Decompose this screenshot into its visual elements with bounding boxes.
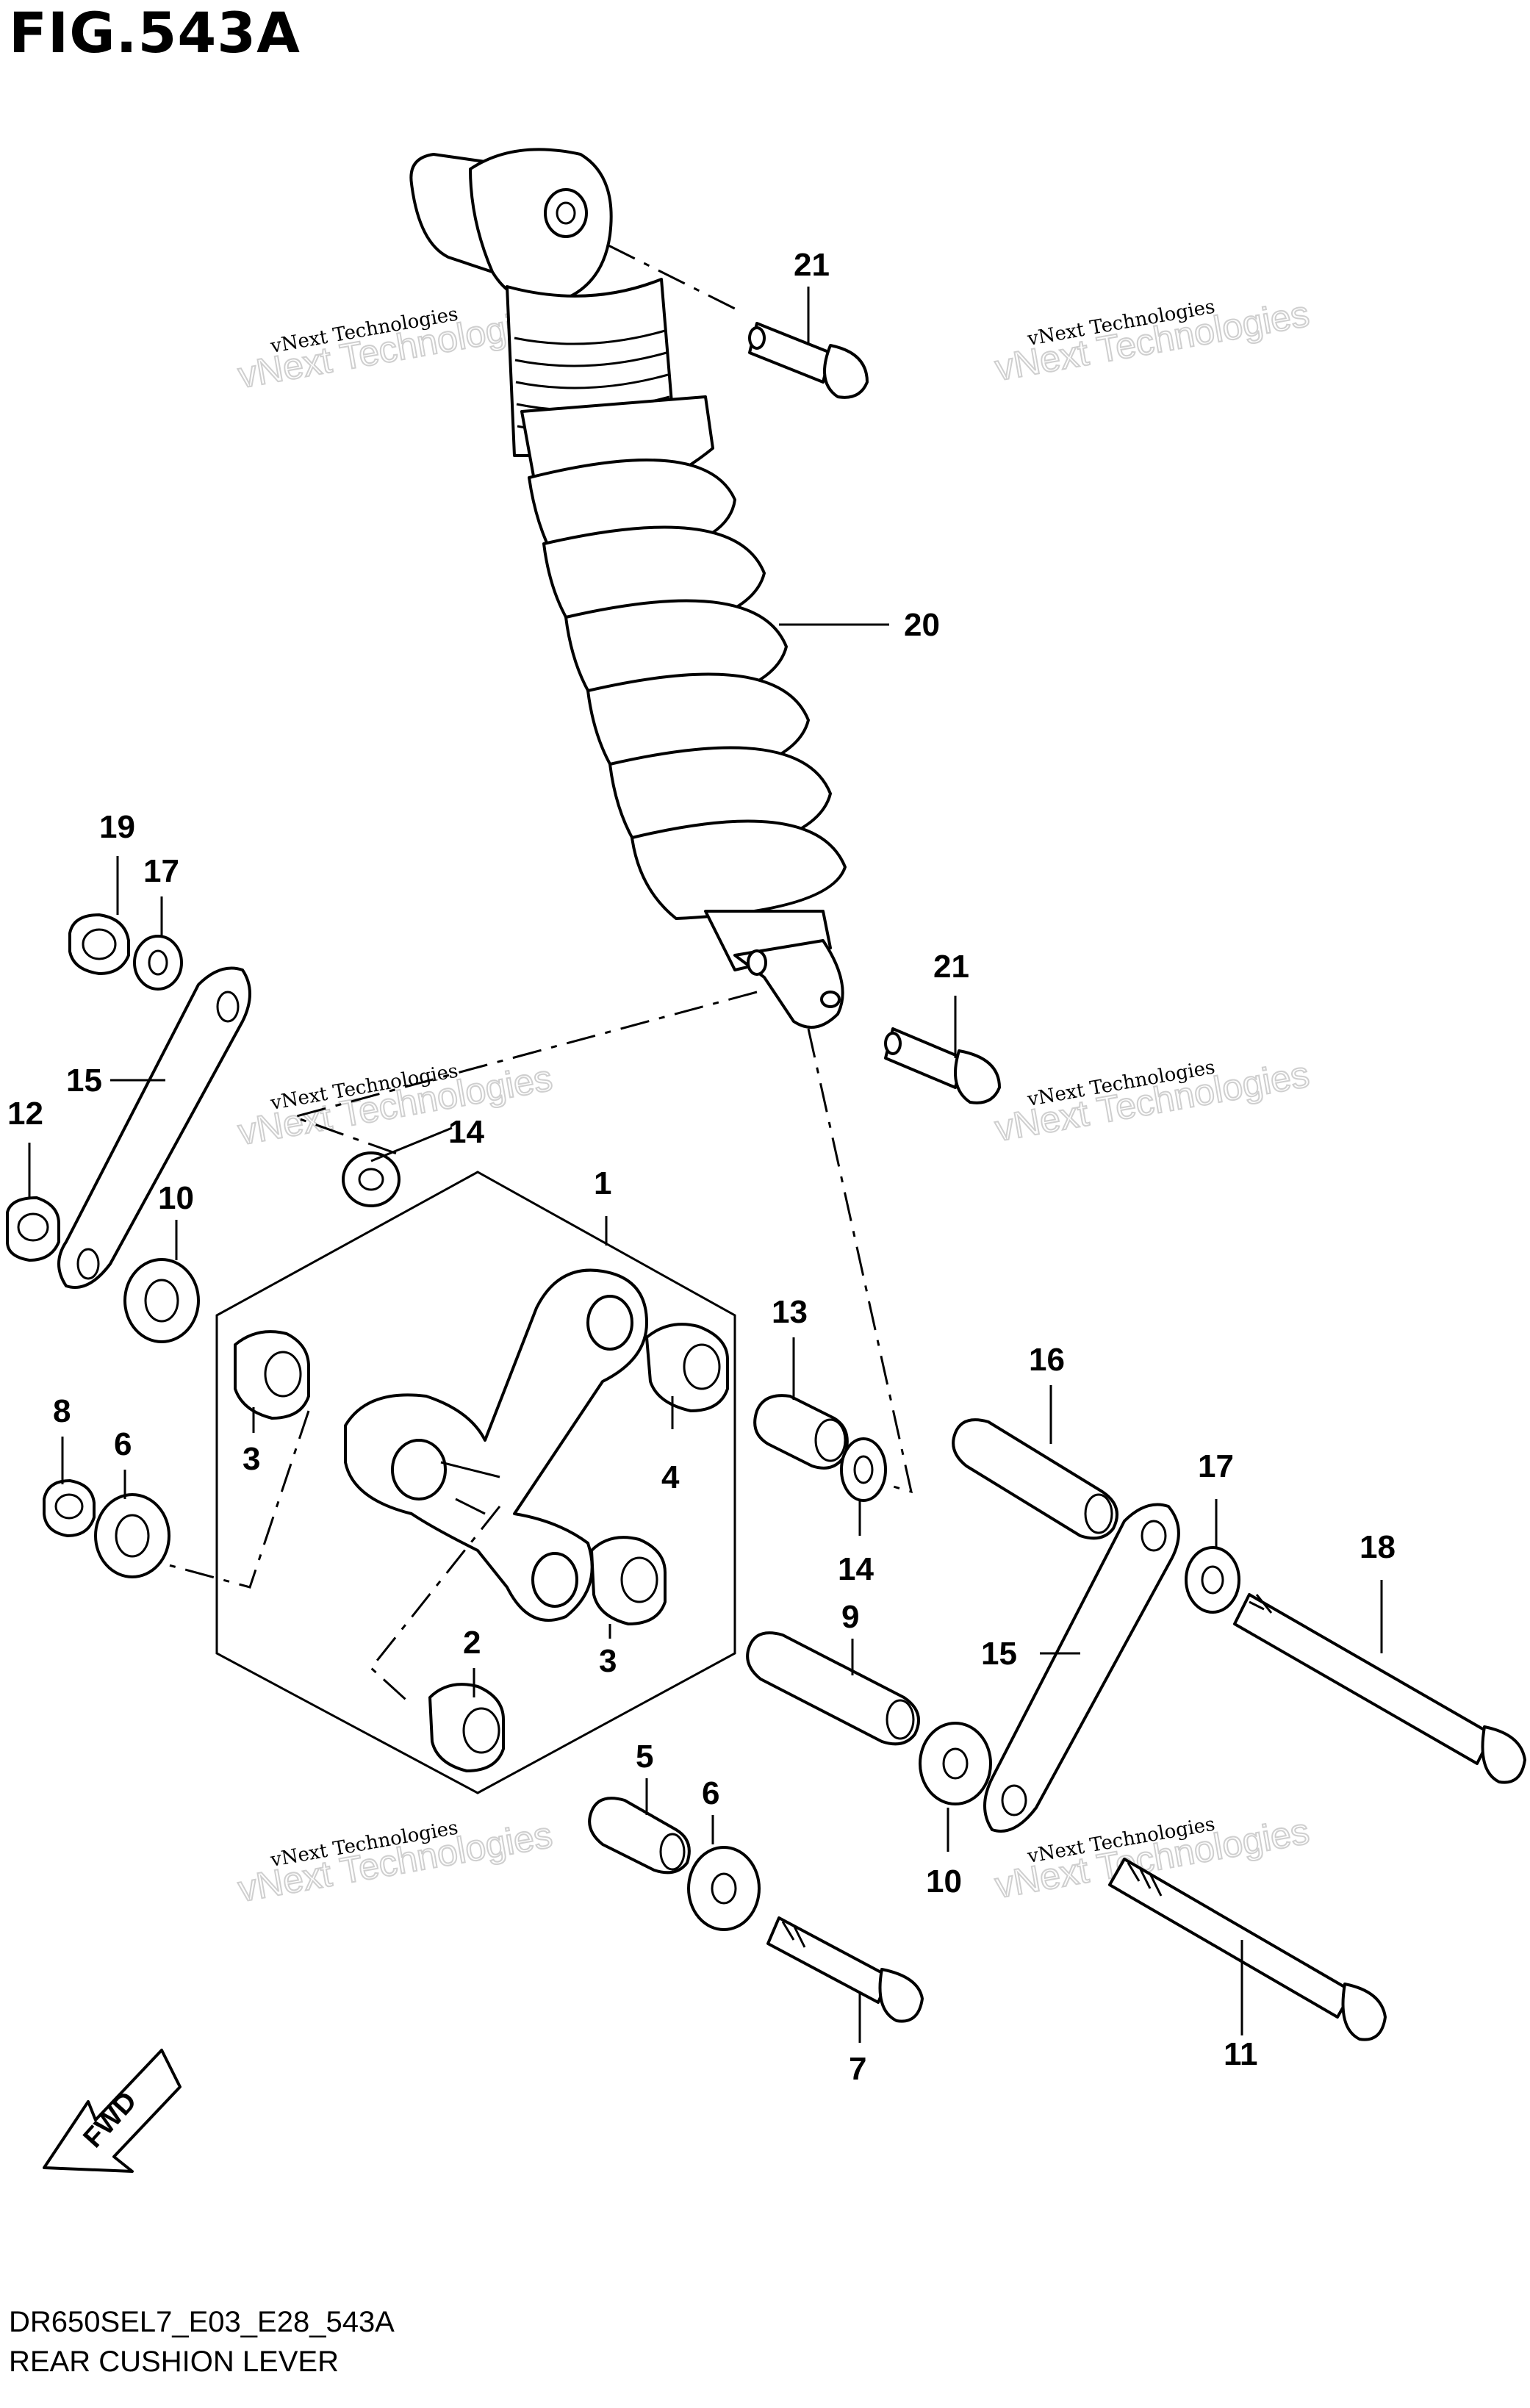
- right-parts: [588, 1394, 1526, 2041]
- watermark-5: vNext Technologies vNext Technologies: [234, 1814, 556, 1911]
- callout-14-right: 14: [838, 1551, 874, 1587]
- callout-2: 2: [463, 1625, 481, 1661]
- callout-10-right: 10: [926, 1863, 962, 1900]
- callout-21-lower: 21: [933, 949, 969, 985]
- watermark-3: vNext Technologies vNext Technologies: [234, 1057, 556, 1154]
- callout-3-left: 3: [243, 1441, 260, 1477]
- figure-title: FIG.543A: [9, 0, 301, 65]
- callout-6-right: 6: [702, 1775, 719, 1811]
- callout-10-left: 10: [158, 1180, 194, 1216]
- callout-15-left: 15: [66, 1063, 102, 1099]
- callout-5: 5: [636, 1739, 653, 1775]
- bolt-21-upper: [748, 322, 869, 399]
- callout-7: 7: [849, 2051, 866, 2087]
- callout-3-right: 3: [599, 1643, 617, 1679]
- shock-spring: [528, 459, 847, 920]
- callout-16: 16: [1029, 1342, 1065, 1378]
- callout-4: 4: [661, 1459, 680, 1495]
- callout-12: 12: [7, 1096, 43, 1132]
- watermark-2: vNext Technologies vNext Technologies: [991, 292, 1313, 389]
- callout-9: 9: [841, 1599, 859, 1635]
- callout-17-left: 17: [143, 853, 179, 889]
- callout-6-left: 6: [114, 1426, 132, 1462]
- rear-shock-absorber: [290, 148, 913, 1494]
- leader-lines: [28, 287, 1383, 2043]
- watermark-4: vNext Technologies vNext Technologies: [991, 1053, 1313, 1150]
- cushion-lever-box: [168, 1171, 736, 1794]
- callout-19: 19: [99, 809, 135, 845]
- callouts: 21 20 19 17 21 15 12 14 10 1 13 16 3 4 8…: [7, 247, 1396, 2087]
- left-link-set: [6, 913, 401, 1578]
- callout-18: 18: [1360, 1529, 1396, 1565]
- callout-8: 8: [53, 1393, 71, 1429]
- callout-20: 20: [904, 607, 940, 643]
- assembly-name: REAR CUSHION LEVER: [9, 2346, 339, 2378]
- callout-15-right: 15: [981, 1636, 1017, 1672]
- callout-13: 13: [772, 1294, 808, 1330]
- callout-1: 1: [594, 1165, 611, 1201]
- callout-11: 11: [1224, 2036, 1258, 2072]
- model-code: DR650SEL7_E03_E28_543A: [9, 2306, 395, 2338]
- callout-17-right: 17: [1198, 1448, 1234, 1484]
- bolt-21-lower: [884, 1027, 1001, 1104]
- callout-14-top: 14: [448, 1114, 484, 1150]
- callout-21-upper: 21: [794, 247, 830, 283]
- fwd-arrow-icon: FWD: [43, 2049, 182, 2173]
